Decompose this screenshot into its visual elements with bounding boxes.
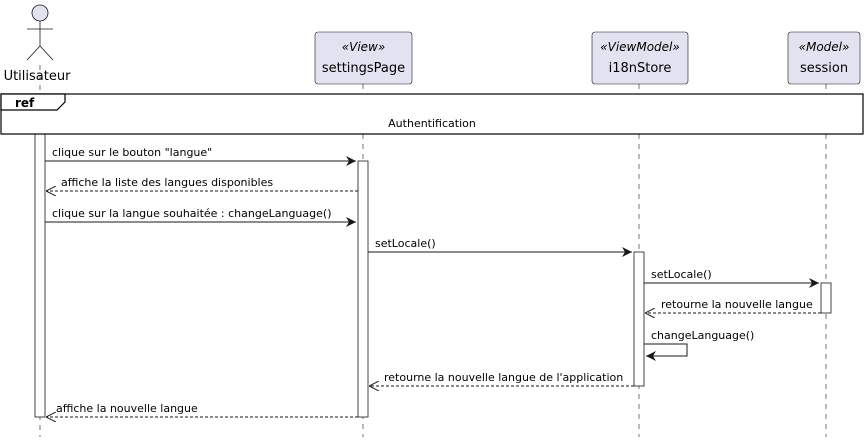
participant-box: [591, 31, 689, 85]
message-label: setLocale(): [651, 268, 712, 281]
participant-name: i18nStore: [609, 61, 672, 76]
activation-bar-model: [820, 282, 832, 314]
ref-frame: ref Authentification: [0, 93, 864, 135]
message-3: clique sur la langue souhaitée : changeL…: [45, 207, 356, 227]
participant-i18nstore: «ViewModel» i18nStore: [591, 31, 689, 85]
participant-box: [314, 31, 413, 85]
ref-label: Authentification: [388, 117, 476, 130]
message-arrow: [644, 343, 688, 361]
message-6: retourne la nouvelle langue: [645, 298, 821, 313]
activation-bar-actor: [34, 110, 46, 418]
message-label: changeLanguage(): [651, 329, 754, 342]
message-4: setLocale(): [368, 237, 632, 257]
message-label: clique sur la langue souhaitée : changeL…: [52, 207, 331, 220]
message-5: setLocale(): [644, 268, 819, 288]
activation-bar-viewmodel: [633, 251, 645, 387]
actor-utilisateur: Utilisateur: [4, 4, 72, 84]
actor-name: Utilisateur: [4, 69, 72, 84]
message-label: setLocale(): [375, 237, 436, 250]
participant-name: session: [800, 61, 848, 76]
message-8: retourne la nouvelle langue de l'applica…: [369, 371, 634, 386]
message-label: affiche la nouvelle langue: [56, 402, 198, 415]
activation-bar-view: [357, 160, 369, 418]
participant-session: «Model» session: [787, 31, 861, 85]
participant-settingspage: «View» settingsPage: [314, 31, 413, 85]
message-2: affiche la liste des langues disponibles: [46, 176, 358, 191]
message-9: affiche la nouvelle langue: [46, 402, 358, 417]
message-1: clique sur le bouton "langue": [45, 146, 356, 166]
ref-keyword: ref: [15, 96, 35, 110]
message-label: retourne la nouvelle langue: [661, 298, 813, 311]
participant-stereotype: «Model»: [799, 40, 850, 54]
participant-stereotype: «View»: [342, 40, 386, 54]
participant-name: settingsPage: [322, 61, 405, 76]
actor-head-icon: [31, 4, 49, 22]
message-label: clique sur le bouton "langue": [52, 146, 212, 159]
message-7: changeLanguage(): [644, 329, 754, 361]
message-label: affiche la liste des langues disponibles: [61, 176, 273, 189]
participant-stereotype: «ViewModel»: [600, 40, 680, 54]
participant-box: [787, 31, 861, 85]
message-label: retourne la nouvelle langue de l'applica…: [384, 371, 623, 384]
